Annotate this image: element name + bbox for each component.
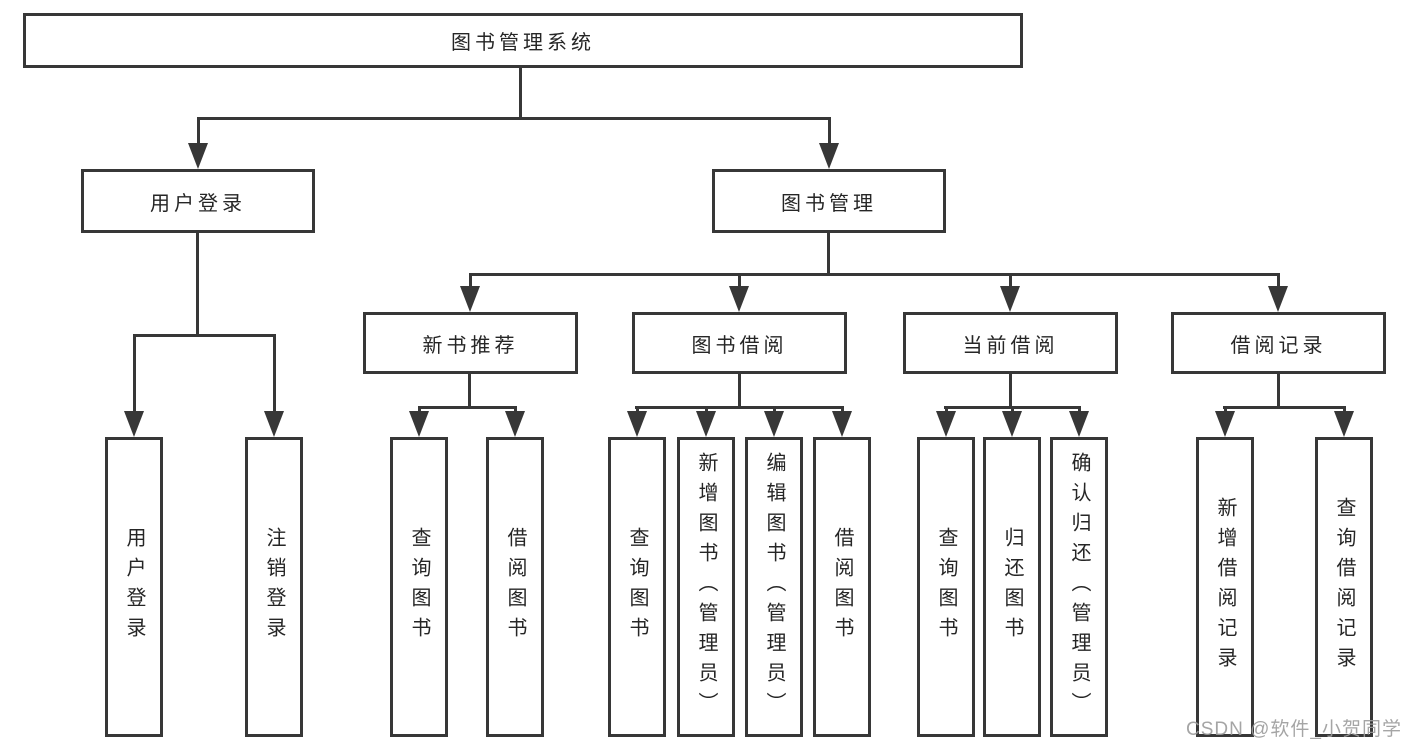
connector-user-login-stem	[196, 233, 199, 337]
arrow-down-icon	[1002, 411, 1022, 437]
arrow-down-icon	[124, 411, 144, 437]
connector-borrow-records-stem	[1277, 374, 1280, 409]
connector-drop	[273, 334, 276, 414]
leaf-borrow-book-1: 借阅图书	[486, 437, 544, 737]
leaf-confirm-return-admin: 确认归还（管理员）	[1050, 437, 1108, 737]
arrow-down-icon	[188, 143, 208, 169]
csdn-watermark: CSDN @软件_小贺同学	[1186, 719, 1402, 740]
arrow-down-icon	[1215, 411, 1235, 437]
leaf-borrow-book-2: 借阅图书	[813, 437, 871, 737]
leaf-query-book-2: 查询图书	[608, 437, 666, 737]
node-borrowing-records: 借阅记录	[1171, 312, 1386, 374]
arrow-down-icon	[505, 411, 525, 437]
arrow-down-icon	[627, 411, 647, 437]
arrow-down-icon	[936, 411, 956, 437]
node-current-borrowing: 当前借阅	[903, 312, 1118, 374]
connector-user-login-drop	[197, 117, 200, 147]
connector-drop	[1009, 273, 1012, 289]
arrow-down-icon	[696, 411, 716, 437]
arrow-down-icon	[819, 143, 839, 169]
connector-level2-branch	[197, 117, 831, 120]
connector-borrow-records-branch	[1223, 406, 1346, 409]
connector-drop	[738, 273, 741, 289]
node-new-book-recommend: 新书推荐	[363, 312, 578, 374]
arrow-down-icon	[729, 286, 749, 312]
leaf-query-borrow-record: 查询借阅记录	[1315, 437, 1373, 737]
arrow-down-icon	[1000, 286, 1020, 312]
connector-user-login-branch	[133, 334, 276, 337]
leaf-query-book-1: 查询图书	[390, 437, 448, 737]
leaf-return-book: 归还图书	[983, 437, 1041, 737]
leaf-user-login: 用户登录	[105, 437, 163, 737]
node-book-borrowing: 图书借阅	[632, 312, 847, 374]
connector-drop	[1277, 273, 1280, 289]
connector-current-borrow-stem	[1009, 374, 1012, 409]
leaf-add-borrow-record: 新增借阅记录	[1196, 437, 1254, 737]
arrow-down-icon	[409, 411, 429, 437]
node-user-login: 用户登录	[81, 169, 315, 233]
connector-new-book-branch	[418, 406, 517, 409]
connector-level3-branch	[469, 273, 1280, 276]
arrow-down-icon	[832, 411, 852, 437]
connector-book-mgmt-stem	[827, 233, 830, 276]
leaf-edit-book-admin: 编辑图书（管理员）	[745, 437, 803, 737]
connector-drop	[133, 334, 136, 414]
arrow-down-icon	[264, 411, 284, 437]
leaf-add-book-admin: 新增图书（管理员）	[677, 437, 735, 737]
connector-book-borrow-branch	[635, 406, 844, 409]
arrow-down-icon	[460, 286, 480, 312]
connector-book-mgmt-drop	[828, 117, 831, 147]
arrow-down-icon	[1069, 411, 1089, 437]
node-book-management: 图书管理	[712, 169, 946, 233]
arrow-down-icon	[1268, 286, 1288, 312]
node-library-management-system: 图书管理系统	[23, 13, 1023, 68]
arrow-down-icon	[1334, 411, 1354, 437]
leaf-query-book-3: 查询图书	[917, 437, 975, 737]
leaf-logout: 注销登录	[245, 437, 303, 737]
connector-drop	[469, 273, 472, 289]
arrow-down-icon	[764, 411, 784, 437]
connector-book-borrow-stem	[738, 374, 741, 409]
connector-root-stem	[519, 68, 522, 120]
connector-new-book-stem	[468, 374, 471, 409]
